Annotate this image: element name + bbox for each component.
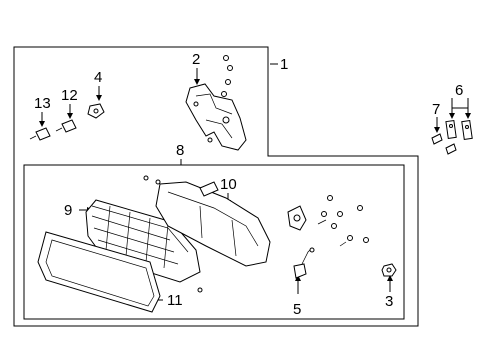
bezel-frame [37, 231, 203, 313]
clip-part [87, 103, 105, 119]
bulb-socket [293, 247, 315, 279]
headlamp-housing [143, 175, 271, 267]
callout-8: 8 [176, 142, 184, 159]
callout-10: 10 [220, 176, 237, 193]
callout-1: 1 [280, 56, 288, 73]
callout-9: 9 [64, 202, 72, 219]
headlamp-subassembly-frame [23, 164, 405, 320]
socket-part [29, 127, 51, 141]
callout-4: 4 [94, 69, 102, 86]
assembly-frame [13, 46, 419, 327]
callout-13: 13 [34, 95, 51, 112]
callout-labels: 1 2 3 4 5 6 7 8 9 10 11 12 13 [34, 51, 463, 318]
fastener-set [287, 195, 369, 247]
mounting-bracket [185, 55, 247, 151]
callout-11: 11 [167, 292, 183, 309]
callout-3: 3 [385, 293, 393, 310]
callout-6: 6 [455, 82, 463, 99]
screw-part [55, 119, 77, 133]
callout-5: 5 [293, 301, 301, 318]
nut-part [381, 263, 397, 277]
callout-7: 7 [432, 101, 440, 118]
callout-2: 2 [192, 51, 200, 68]
callout-12: 12 [61, 87, 78, 104]
side-brackets [431, 119, 473, 155]
